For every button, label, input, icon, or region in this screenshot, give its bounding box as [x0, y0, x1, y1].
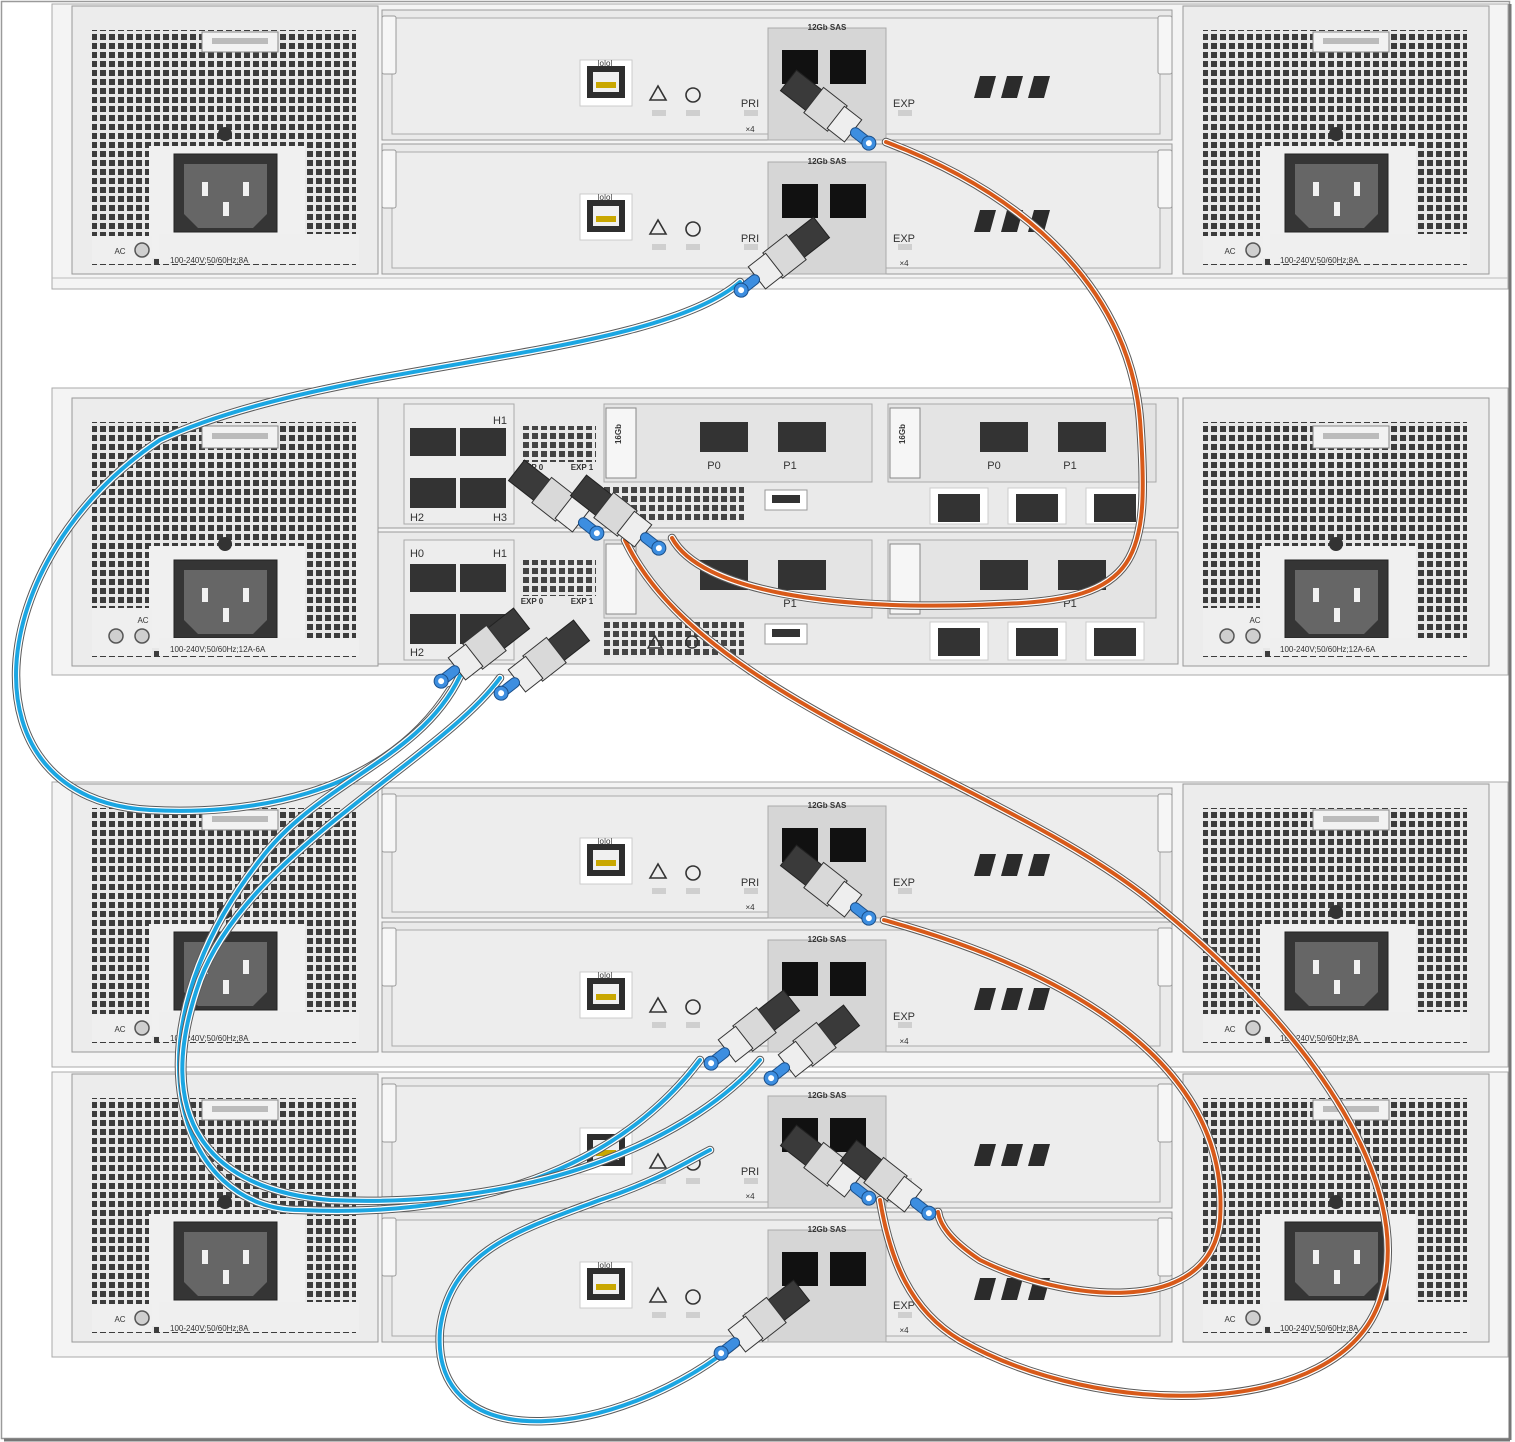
- psu-rating: 100-240V;50/60Hz;8A: [170, 1034, 249, 1043]
- p0-label: P0: [987, 460, 1000, 472]
- psu-rating: 100-240V;50/60Hz;12A-6A: [170, 645, 266, 654]
- blue-sas-cable: [177, 674, 702, 1213]
- psu-rating: 100-240V;50/60Hz;8A: [170, 1324, 249, 1333]
- pri-label: PRI: [741, 233, 759, 245]
- h1-label: H1: [493, 415, 507, 427]
- blue-sas-cable: [14, 280, 742, 813]
- sas-connector[interactable]: [726, 215, 832, 307]
- controller-enclosure: [51, 387, 1509, 676]
- sas-label: 12Gb SAS: [808, 801, 847, 810]
- psu-rating: 100-240V;50/60Hz;8A: [1280, 1034, 1359, 1043]
- mgmt-label: |o|o|: [597, 1261, 612, 1270]
- exp1-label: EXP 1: [571, 597, 594, 606]
- fc-label: 16Gb: [614, 424, 623, 444]
- sas-connector[interactable]: [426, 606, 532, 698]
- blue-sas-cable: [437, 1148, 742, 1424]
- ac-label: AC: [137, 616, 148, 625]
- ac-label: AC: [1224, 1025, 1235, 1034]
- lane-label: ×4: [899, 1037, 909, 1046]
- lane-label: ×4: [899, 1326, 909, 1335]
- ac-label: AC: [114, 247, 125, 256]
- psu-rating: 100-240V;50/60Hz;8A: [1280, 256, 1359, 265]
- h0-label: H0: [410, 548, 424, 560]
- sas-connector[interactable]: [839, 1138, 945, 1230]
- ac-label: AC: [1224, 247, 1235, 256]
- exp-label: EXP: [893, 877, 915, 889]
- h2-label: H2: [410, 647, 424, 659]
- sas-connector[interactable]: [706, 1278, 812, 1370]
- orange-sas-cable: [670, 140, 1145, 608]
- ac-label: AC: [114, 1025, 125, 1034]
- p1-label: P1: [1063, 460, 1076, 472]
- p1-label: P1: [783, 598, 796, 610]
- h2-label: H2: [410, 512, 424, 524]
- pri-label: PRI: [741, 98, 759, 110]
- orange-sas-cable: [882, 918, 1223, 1295]
- p1-label: P1: [783, 460, 796, 472]
- psu-rating: 100-240V;50/60Hz;12A-6A: [1280, 645, 1376, 654]
- sas-label: 12Gb SAS: [808, 1225, 847, 1234]
- exp-label: EXP: [893, 1011, 915, 1023]
- ac-label: AC: [114, 1315, 125, 1324]
- exp0-label: EXP 0: [521, 597, 544, 606]
- fc-label: 16Gb: [898, 424, 907, 444]
- cable-connectors: [426, 68, 945, 1370]
- mgmt-label: |o|o|: [597, 837, 612, 846]
- pri-label: PRI: [741, 1166, 759, 1178]
- ac-label: AC: [1224, 1315, 1235, 1324]
- exp-label: EXP: [893, 233, 915, 245]
- sas-connector[interactable]: [486, 618, 592, 710]
- orange-sas-cable: [623, 538, 1390, 1398]
- h1-label: H1: [493, 548, 507, 560]
- lane-label: ×4: [745, 125, 755, 134]
- ac-label: AC: [1249, 616, 1260, 625]
- sas-label: 12Gb SAS: [808, 935, 847, 944]
- sas-connector[interactable]: [779, 68, 885, 160]
- sas-connector[interactable]: [779, 843, 885, 935]
- h3-label: H3: [493, 512, 507, 524]
- sas-label: 12Gb SAS: [808, 157, 847, 166]
- sas-connector[interactable]: [756, 1003, 862, 1095]
- psu-rating: 100-240V;50/60Hz;8A: [1280, 1324, 1359, 1333]
- p0-label: P0: [707, 460, 720, 472]
- sas-connector[interactable]: [779, 1123, 885, 1215]
- exp-label: EXP: [893, 1300, 915, 1312]
- sas-label: 12Gb SAS: [808, 1091, 847, 1100]
- sas-connector[interactable]: [507, 458, 613, 550]
- mgmt-label: |o|o|: [597, 59, 612, 68]
- sas-label: 12Gb SAS: [808, 23, 847, 32]
- blue-sas-cable: [180, 676, 762, 1203]
- lane-label: ×4: [745, 1192, 755, 1201]
- pri-label: PRI: [741, 877, 759, 889]
- exp1-label: EXP 1: [571, 463, 594, 472]
- sas-cables: [11, 137, 1393, 1426]
- mgmt-label: |o|o|: [597, 971, 612, 980]
- lane-label: ×4: [745, 903, 755, 912]
- psu-rating: 100-240V;50/60Hz;8A: [170, 256, 249, 265]
- lane-label: ×4: [899, 259, 909, 268]
- mgmt-label: |o|o|: [597, 193, 612, 202]
- sas-connector[interactable]: [696, 988, 802, 1080]
- sas-connector[interactable]: [569, 473, 675, 565]
- exp-label: EXP: [893, 98, 915, 110]
